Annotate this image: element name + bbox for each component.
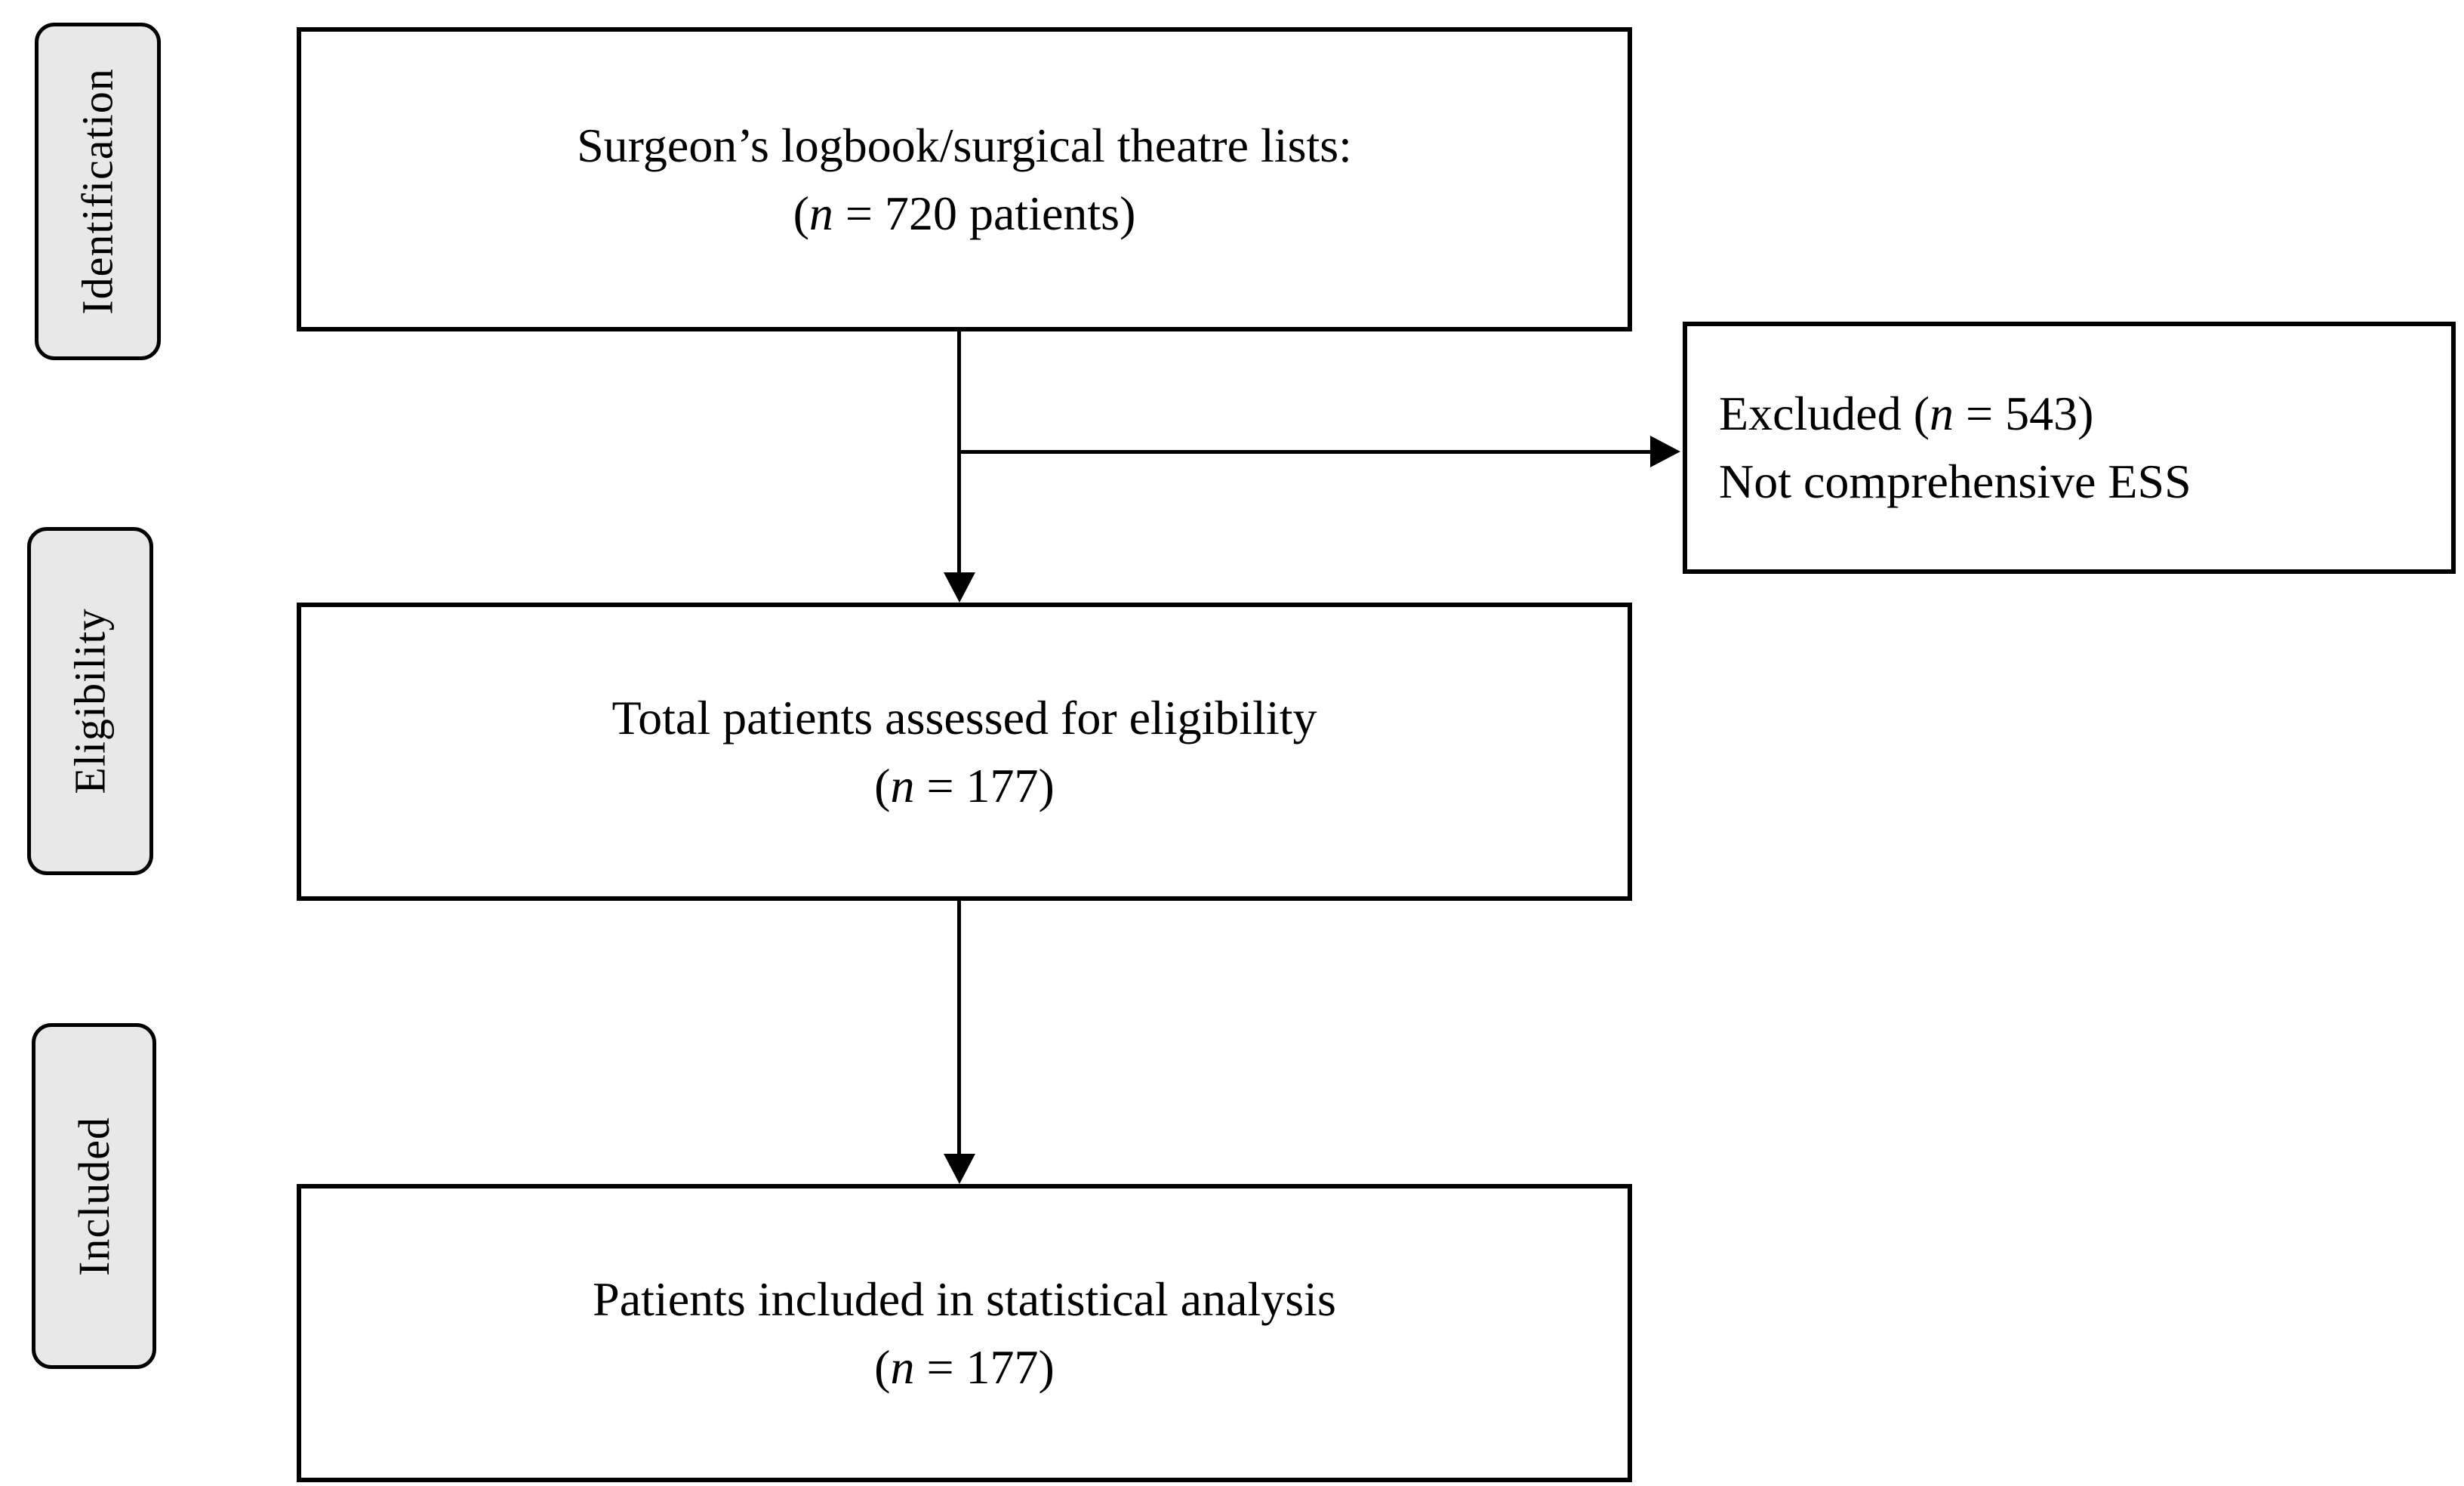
excluded-prefix: Excluded ( xyxy=(1719,387,1930,441)
stage-pill-identification: Identification xyxy=(35,23,161,360)
eligibility-count-prefix: ( xyxy=(874,758,891,812)
eligibility-count-suffix: = 177) xyxy=(914,758,1055,812)
connector-branch-to-excluded xyxy=(959,450,1653,454)
stage-label-eligibility: Eligibility xyxy=(66,608,116,794)
stage-label-identification: Identification xyxy=(73,68,122,315)
arrowhead-down-to-included-icon xyxy=(944,1154,975,1184)
connector-eligibility-to-included xyxy=(957,901,961,1156)
eligibility-title-line: Total patients assessed for eligibility xyxy=(611,690,1317,745)
included-count-line: (n = 177) xyxy=(874,1333,1055,1401)
excluded-count-line: Excluded (n = 543) xyxy=(1719,380,2093,448)
included-count-n-symbol: n xyxy=(890,1340,915,1394)
excluded-reason-line: Not comprehensive ESS xyxy=(1719,455,2191,508)
box-included-in-analysis: Patients included in statistical analysi… xyxy=(297,1184,1632,1482)
eligibility-count-line: (n = 177) xyxy=(874,752,1055,820)
included-count-prefix: ( xyxy=(874,1340,891,1394)
source-count-prefix: ( xyxy=(793,186,809,240)
excluded-suffix: = 543) xyxy=(1954,387,2094,441)
eligibility-count-n-symbol: n xyxy=(890,758,915,812)
included-title-line: Patients included in statistical analysi… xyxy=(593,1272,1336,1326)
source-count-suffix: = 720 patients) xyxy=(833,186,1136,240)
box-source-records: Surgeon’s logbook/surgical theatre lists… xyxy=(297,27,1632,331)
arrowhead-down-to-eligibility-icon xyxy=(944,572,975,603)
box-assessed-for-eligibility: Total patients assessed for eligibility … xyxy=(297,603,1632,901)
box-excluded: Excluded (n = 543) Not comprehensive ESS xyxy=(1683,322,2456,574)
stage-pill-eligibility: Eligibility xyxy=(27,527,153,875)
arrowhead-right-to-excluded-icon xyxy=(1650,436,1680,467)
source-count-line: (n = 720 patients) xyxy=(793,180,1136,248)
stage-pill-included: Included xyxy=(32,1023,156,1369)
source-count-n-symbol: n xyxy=(808,186,833,240)
source-title-line: Surgeon’s logbook/surgical theatre lists… xyxy=(577,118,1352,172)
included-count-suffix: = 177) xyxy=(914,1340,1055,1394)
excluded-n-symbol: n xyxy=(1930,387,1954,441)
stage-label-included: Included xyxy=(69,1116,119,1276)
